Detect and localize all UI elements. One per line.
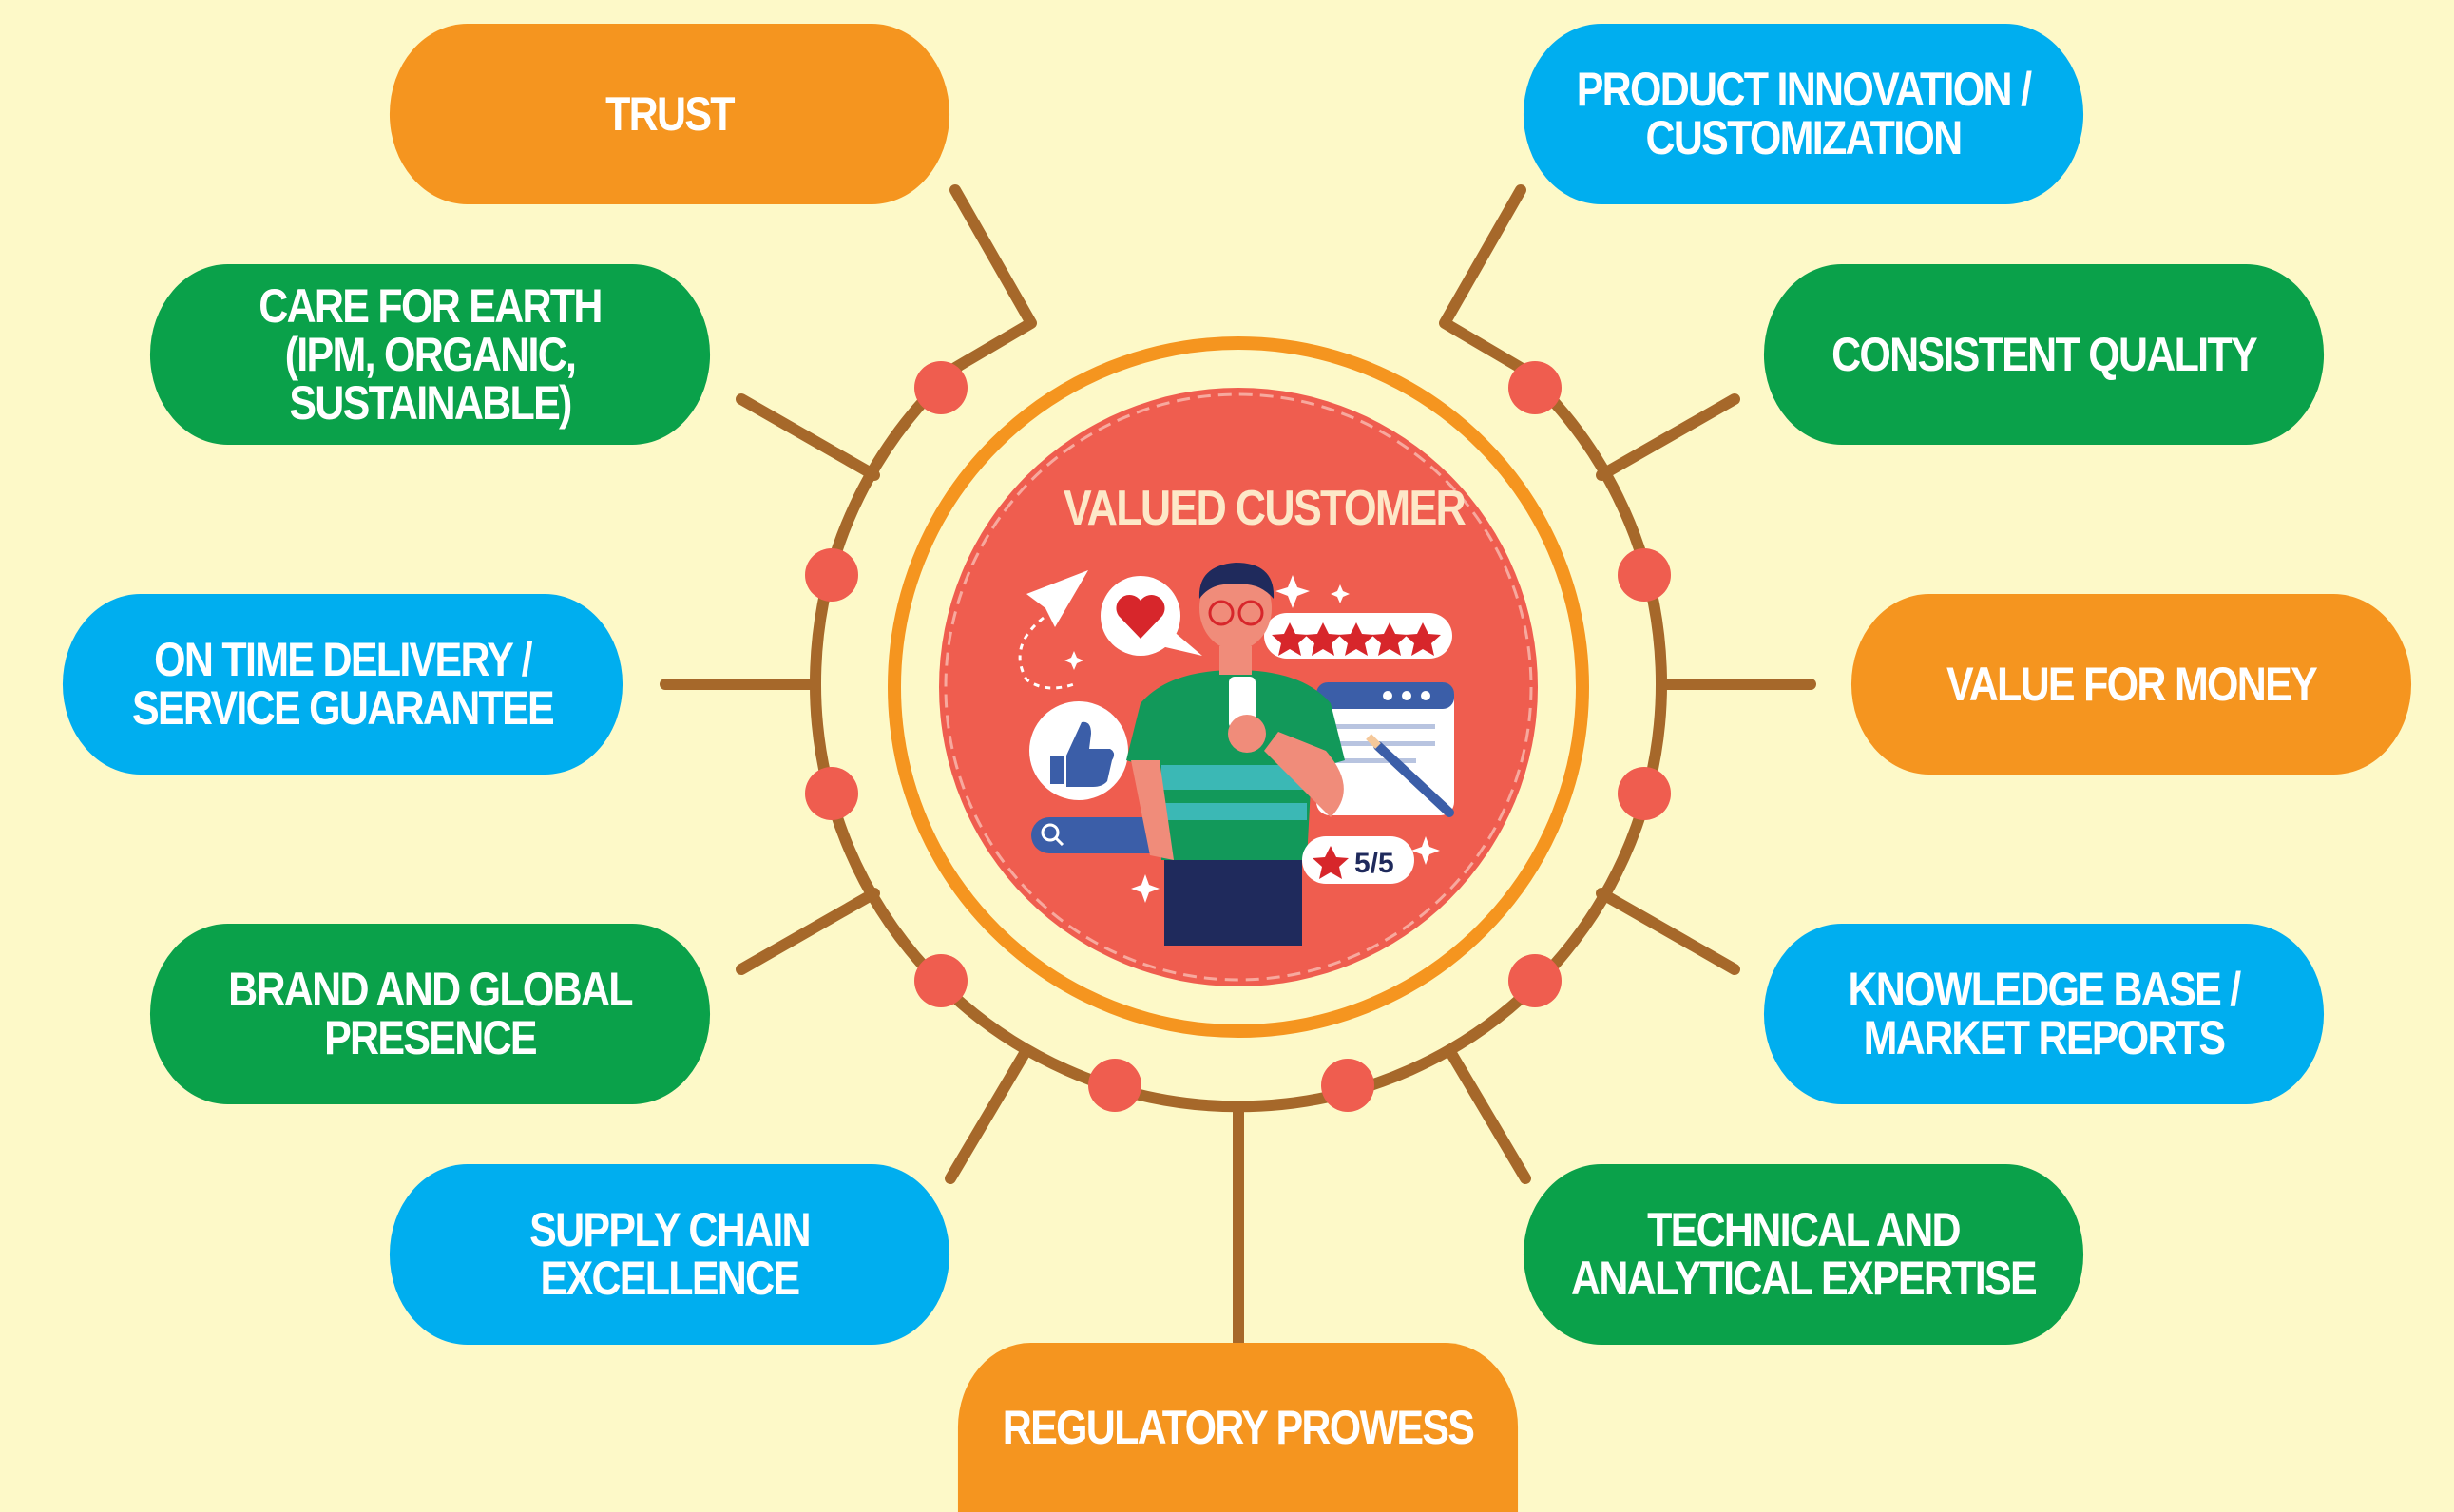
connector-product-innovation (1439, 184, 1531, 376)
arc-dots (805, 361, 1671, 1112)
connector-trust (945, 184, 1037, 376)
connector-technical (1444, 1044, 1531, 1184)
rating-badge-text: 5/5 (1354, 848, 1394, 879)
node-product-innovation: PRODUCT INNOVATION / CUSTOMIZATION (1523, 24, 2084, 204)
node-consistent-quality: CONSISTENT QUALITY (1763, 264, 2325, 445)
arc-dot (1508, 954, 1562, 1007)
heart-icon (1101, 576, 1202, 656)
connector-brand-global (736, 888, 880, 975)
rating-badge: 5/5 (1302, 836, 1414, 884)
arc-dot (914, 361, 968, 414)
node-knowledge-base: KNOWLEDGE BASE / MARKET REPORTS (1763, 924, 2325, 1104)
person-with-phone-icon (1126, 563, 1345, 946)
arc-dot (1508, 361, 1562, 414)
sparkle-icon (1064, 575, 1440, 903)
node-value-for-money: VALUE FOR MONEY (1850, 594, 2412, 775)
node-supply-chain: SUPPLY CHAIN EXCELLENCE (389, 1164, 950, 1345)
node-care-for-earth: CARE FOR EARTH (IPM, ORGANIC, SUSTAINABL… (149, 264, 711, 445)
thumbs-up-icon (1029, 701, 1128, 800)
arc-dot (805, 767, 858, 820)
center-illustration: 5/5 (1018, 563, 1454, 946)
node-technical-expertise: TECHNICAL AND ANALYTICAL EXPERTISE (1523, 1164, 2084, 1345)
arc-dot (1618, 548, 1671, 602)
arc-dot (1618, 767, 1671, 820)
connector-knowledge-base (1596, 888, 1740, 975)
node-trust: TRUST (389, 24, 950, 204)
star-rating-icon (1264, 613, 1452, 659)
node-on-time-delivery: ON TIME DELIVERY / SERVICE GUARANTEE (62, 594, 623, 775)
connector-consistent-quality (1596, 393, 1740, 481)
arc-dot (1088, 1059, 1141, 1112)
pencil-icon (1366, 734, 1454, 817)
paper-plane-icon (1018, 570, 1088, 690)
arc-dot (1321, 1059, 1374, 1112)
arc-dot (914, 954, 968, 1007)
node-brand-global-presence: BRAND AND GLOBAL PRESENCE (149, 924, 711, 1104)
connector-lines (660, 184, 1816, 1355)
connector-care-for-earth (736, 393, 880, 481)
connector-supply-chain (945, 1044, 1032, 1184)
arc-dot (805, 548, 858, 602)
node-regulatory-prowess: REGULATORY PROWESS (957, 1343, 1519, 1512)
center-dashed-ring (944, 392, 1533, 982)
center-title: VALUED CUSTOMER (1063, 481, 1467, 536)
